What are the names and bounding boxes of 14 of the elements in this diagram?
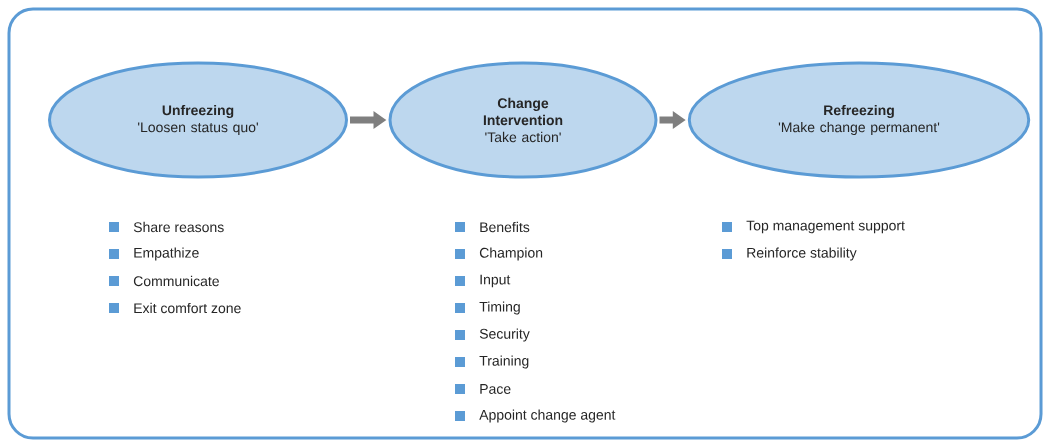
bullet-item: Pace <box>455 384 511 394</box>
bullet-item: Communicate <box>109 275 219 287</box>
bullet-item: Security <box>455 328 530 342</box>
bullet-item: Empathize <box>109 247 199 261</box>
bullet-item: Share reasons <box>109 221 224 233</box>
bullet-item: Exit comfort zone <box>109 302 241 314</box>
bullet-item: Training <box>455 355 529 369</box>
bullet-item: Input <box>455 274 511 288</box>
bullet-item: Benefits <box>455 221 530 233</box>
bullet-item: Top management support <box>722 220 905 234</box>
bullet-item: Appoint change agent <box>455 409 616 423</box>
bullet-item: Timing <box>455 301 520 315</box>
bullet-item: Reinforce stability <box>722 247 857 261</box>
bullet-item: Champion <box>455 247 543 261</box>
